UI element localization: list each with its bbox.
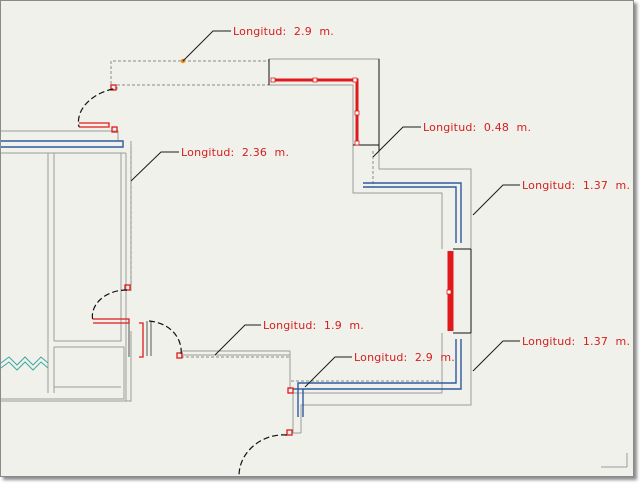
highlighted-walls — [273, 78, 454, 331]
door-swings — [77, 88, 288, 476]
dimension-labels: Longitud: 2.9 m. Longitud: 0.48 m. Longi… — [181, 25, 630, 364]
dimension-label-right-lower[interactable]: Longitud: 1.37 m. — [522, 335, 630, 348]
dimension-label-right-notch[interactable]: Longitud: 0.48 m. — [423, 121, 531, 134]
grip-points — [270, 77, 452, 295]
dimension-leaders — [130, 30, 520, 388]
left-room-walls — [1, 130, 132, 402]
dimension-label-left[interactable]: Longitud: 2.36 m. — [181, 146, 289, 159]
floor-plan-canvas[interactable]: Longitud: 2.9 m. Longitud: 0.48 m. Longi… — [1, 1, 633, 476]
zigzag-symbol — [1, 356, 49, 371]
door-jambs — [79, 84, 294, 436]
dimension-label-right-upper[interactable]: Longitud: 1.37 m. — [522, 179, 630, 192]
windows — [293, 182, 462, 417]
left-window — [1, 140, 124, 148]
notch-thick-walls — [268, 59, 472, 334]
door-panels — [128, 321, 152, 357]
dimension-label-bottom-left[interactable]: Longitud: 1.9 m. — [263, 319, 364, 332]
main-room-walls — [130, 58, 472, 434]
room-selection-outline — [110, 60, 441, 382]
ucs-icon — [601, 453, 628, 468]
dimension-label-top[interactable]: Longitud: 2.9 m. — [233, 25, 334, 38]
cad-viewport[interactable]: Longitud: 2.9 m. Longitud: 0.48 m. Longi… — [0, 0, 634, 477]
dimension-label-bottom[interactable]: Longitud: 2.9 m. — [354, 351, 455, 364]
